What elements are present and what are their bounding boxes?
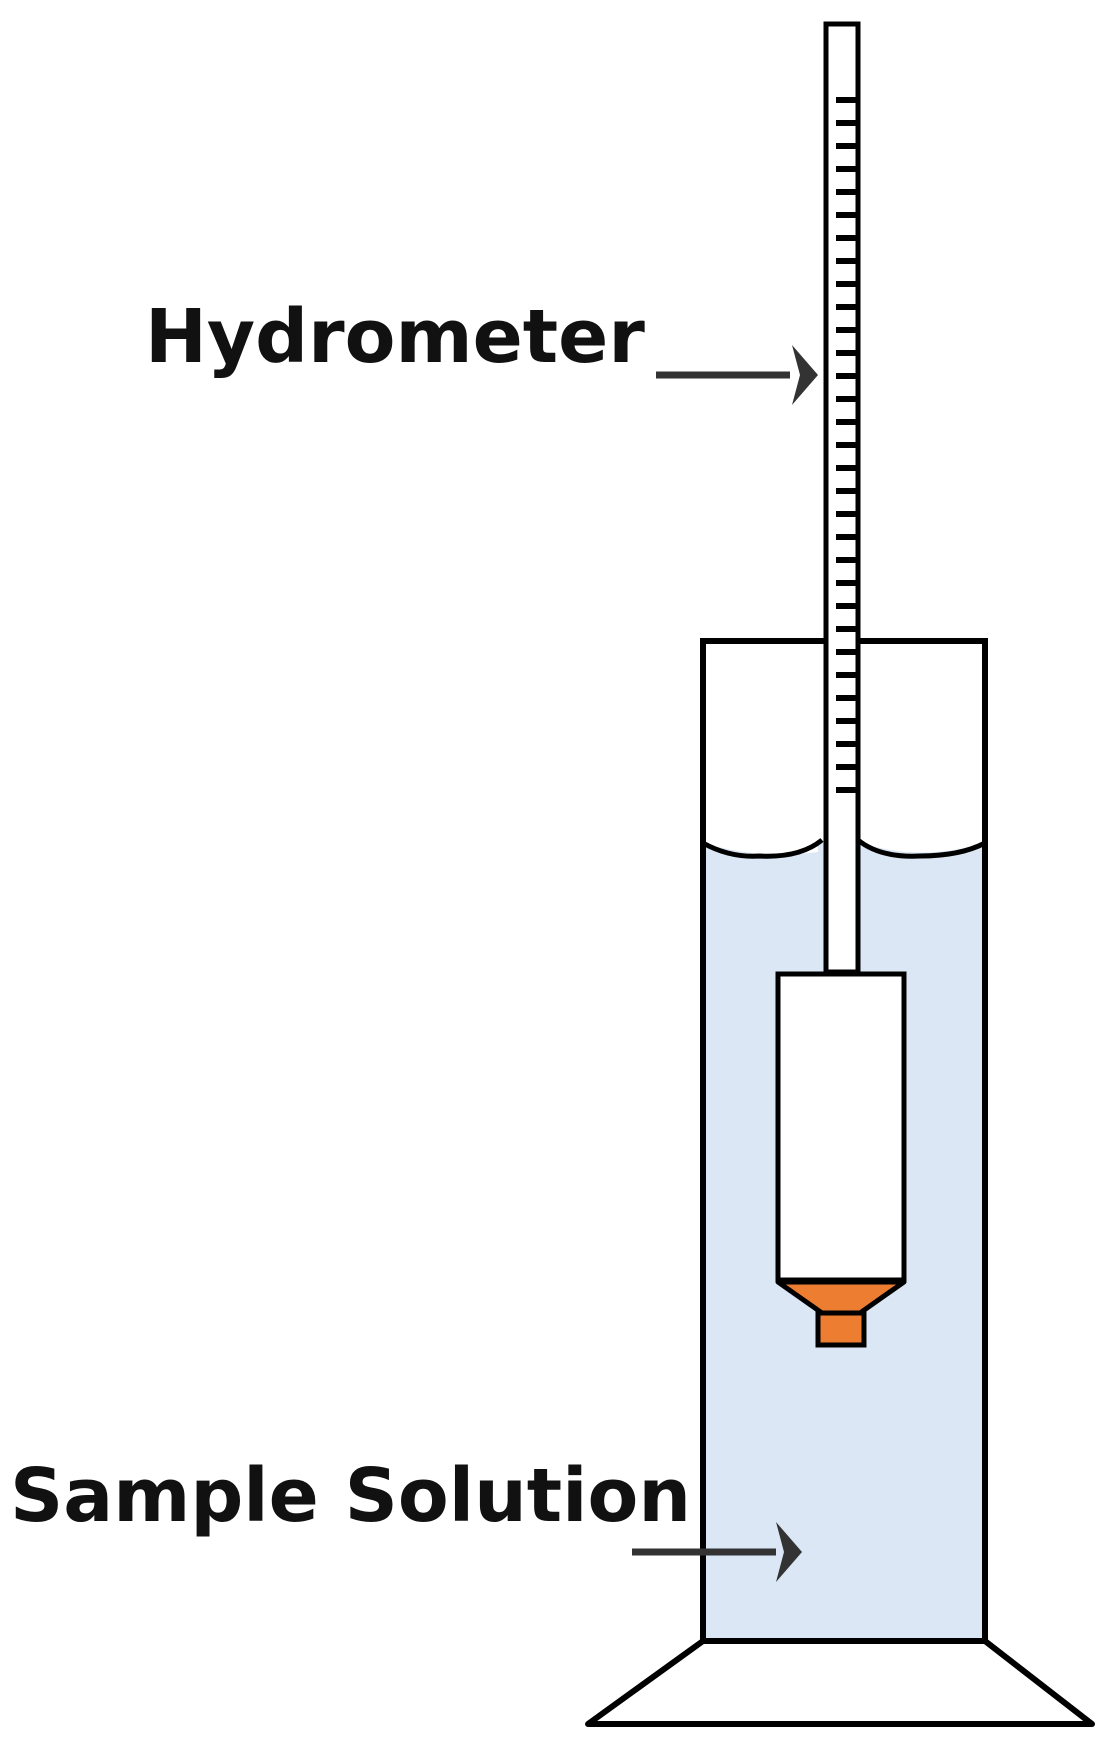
hydrometer-ballast-bottom bbox=[815, 1310, 867, 1348]
liquid-meniscus-right bbox=[856, 838, 987, 859]
sample-solution-label: Sample Solution bbox=[10, 1453, 691, 1539]
hydrometer-stem bbox=[823, 21, 861, 975]
hydrometer-arrow bbox=[656, 345, 818, 405]
hydrometer-bulb bbox=[775, 971, 907, 1283]
sample-solution-arrow bbox=[632, 1522, 802, 1582]
cylinder-base bbox=[585, 1638, 1095, 1727]
hydrometer-scale-ticks bbox=[836, 97, 856, 793]
hydrometer-label: Hydrometer bbox=[145, 294, 645, 380]
liquid-meniscus-left bbox=[701, 838, 824, 859]
